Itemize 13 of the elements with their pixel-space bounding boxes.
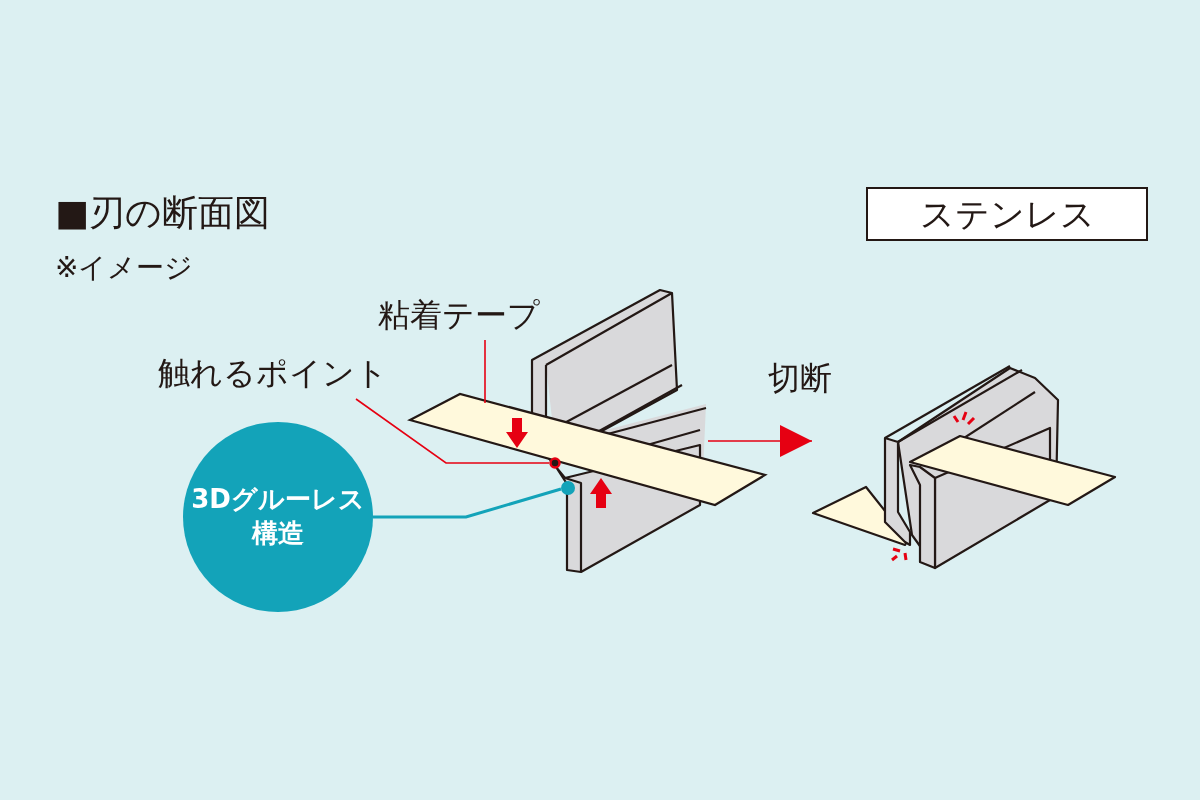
material-box: ステンレス [866, 187, 1148, 241]
feature-circle: 3Dグルーレス構造 [183, 422, 373, 612]
arrow [707, 425, 813, 457]
blade-tip-dot [561, 481, 575, 495]
contact-point-marker [549, 457, 561, 469]
diagram-title: ■刃の断面図 [55, 192, 270, 234]
edge-label: 切断 [768, 360, 832, 397]
callout-text: 粘着テープ [378, 294, 578, 338]
tape-strip [408, 393, 766, 506]
note-text: ※イメージ [55, 252, 194, 285]
leader-line [484, 339, 486, 404]
leader-line [355, 398, 550, 464]
callout-text: 触れるポイント [158, 352, 408, 396]
